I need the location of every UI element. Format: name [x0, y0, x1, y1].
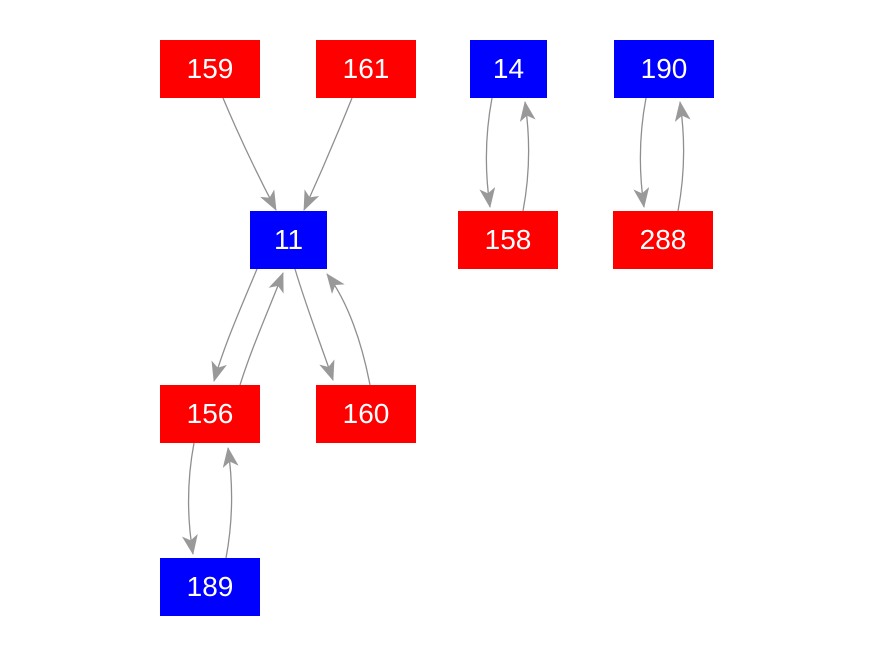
edge-159-to-11 — [222, 97, 277, 211]
graph-node-161[interactable]: 161 — [316, 40, 416, 98]
graph-node-160[interactable]: 160 — [316, 385, 416, 443]
edge-158-to-14 — [519, 101, 536, 212]
edge-156-to-11 — [239, 272, 284, 386]
edge-160-to-11 — [326, 273, 371, 386]
edge-14-to-158 — [479, 97, 496, 208]
graph-node-189[interactable]: 189 — [160, 558, 260, 616]
edge-288-to-190 — [674, 101, 691, 212]
edge-11-to-160 — [294, 268, 335, 381]
graph-node-156[interactable]: 156 — [160, 385, 260, 443]
graph-node-159[interactable]: 159 — [160, 40, 260, 98]
edge-156-to-189 — [181, 442, 198, 555]
graph-node-190[interactable]: 190 — [614, 40, 714, 98]
edge-190-to-288 — [633, 97, 650, 208]
graph-node-14[interactable]: 14 — [470, 40, 547, 98]
graph-node-158[interactable]: 158 — [458, 211, 558, 269]
graph-node-288[interactable]: 288 — [613, 211, 713, 269]
edge-161-to-11 — [303, 97, 353, 211]
edge-11-to-156 — [211, 268, 258, 382]
graph-node-11[interactable]: 11 — [250, 211, 327, 269]
edge-189-to-156 — [222, 447, 239, 559]
